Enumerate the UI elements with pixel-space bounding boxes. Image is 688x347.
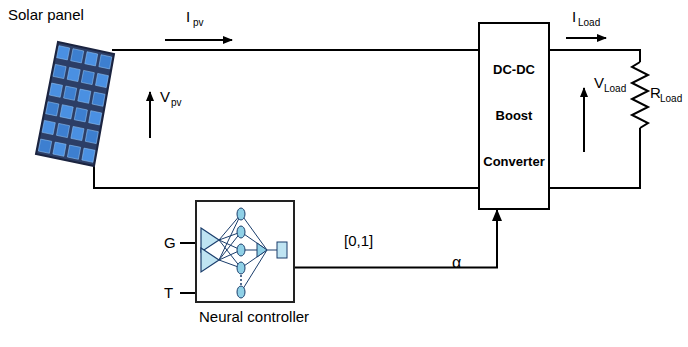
connector-wire bbox=[94, 164, 478, 188]
control-signal-label: α bbox=[452, 254, 461, 271]
range-label: [0,1] bbox=[344, 232, 373, 249]
solar-cell bbox=[96, 73, 109, 87]
solar-cell bbox=[60, 105, 73, 119]
solar-cell bbox=[81, 70, 94, 84]
output-neuron bbox=[257, 243, 267, 257]
solar-cell bbox=[92, 92, 105, 106]
solar-cell bbox=[74, 108, 87, 122]
solar-cell bbox=[53, 142, 66, 156]
output-wire bbox=[548, 128, 640, 188]
synapse-line bbox=[267, 250, 277, 251]
subscript: pv bbox=[193, 17, 204, 28]
solar-cell bbox=[57, 123, 70, 137]
input-neuron bbox=[201, 248, 219, 272]
current-arrow bbox=[566, 37, 606, 39]
solar-cell bbox=[49, 83, 62, 97]
hidden-neuron bbox=[237, 244, 245, 256]
controller-title: Neural controller bbox=[199, 308, 309, 325]
solar-cell bbox=[78, 89, 91, 103]
ellipsis-dot bbox=[240, 275, 242, 277]
solar-cell bbox=[67, 145, 80, 159]
solar-cell bbox=[71, 126, 84, 140]
hidden-neuron bbox=[237, 286, 245, 298]
neural-controller-box: Neural controller bbox=[195, 200, 295, 303]
current-symbol: I bbox=[186, 8, 190, 25]
signal-name: T bbox=[164, 284, 173, 301]
subscript: pv bbox=[171, 97, 182, 108]
panel-title: Solar panel bbox=[8, 6, 84, 23]
voltage-symbol: V bbox=[594, 74, 604, 91]
output-block bbox=[277, 242, 287, 258]
connector-wire bbox=[295, 210, 497, 268]
converter-label: DC-DC Boost Converter bbox=[480, 47, 548, 185]
hidden-neuron bbox=[237, 262, 245, 274]
panel-frame bbox=[36, 42, 114, 166]
input-neuron bbox=[201, 228, 219, 252]
solar-cell bbox=[85, 52, 98, 66]
solar-cell bbox=[64, 86, 77, 100]
solar-cell bbox=[89, 111, 102, 125]
resistor-symbol bbox=[632, 62, 648, 128]
voltage-arrow bbox=[583, 88, 585, 152]
subscript: Load bbox=[660, 93, 682, 104]
hidden-neuron bbox=[237, 208, 245, 220]
signal-name: G bbox=[164, 234, 176, 251]
solar-cell bbox=[53, 64, 66, 78]
solar-panel: Solar panel bbox=[36, 42, 116, 166]
hidden-neuron bbox=[237, 226, 245, 238]
boost-converter-box: DC-DC Boost Converter bbox=[478, 22, 550, 210]
solar-cell bbox=[42, 120, 55, 134]
solar-cell bbox=[71, 49, 84, 63]
solar-cell bbox=[46, 102, 59, 116]
solar-cell bbox=[85, 129, 98, 143]
voltage-arrow bbox=[149, 92, 151, 138]
solar-cell bbox=[99, 55, 112, 69]
resistor-symbol-label: R bbox=[650, 84, 661, 101]
ellipsis-dot bbox=[240, 279, 242, 281]
current-arrow bbox=[165, 39, 232, 41]
subscript: Load bbox=[578, 17, 600, 28]
neural-network-illustration bbox=[197, 202, 293, 301]
solar-panel-illustration bbox=[36, 42, 116, 166]
connector-wire bbox=[112, 49, 478, 51]
subscript: Load bbox=[604, 83, 626, 94]
solar-cell bbox=[82, 148, 95, 162]
solar-cell bbox=[57, 46, 70, 60]
ellipsis-dot bbox=[240, 283, 242, 285]
voltage-symbol: V bbox=[160, 88, 170, 105]
solar-cell bbox=[67, 67, 80, 81]
current-symbol: I bbox=[572, 8, 576, 25]
output-wire bbox=[548, 50, 640, 62]
solar-cell bbox=[38, 139, 51, 153]
